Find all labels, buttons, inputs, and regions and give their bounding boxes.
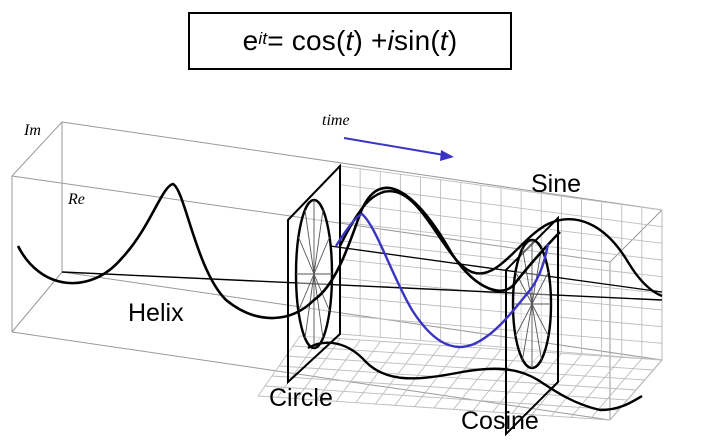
circle-spoke xyxy=(522,303,533,360)
circle-label: Circle xyxy=(269,384,333,412)
circle-spoke xyxy=(515,303,533,337)
sine-grid-hline xyxy=(339,221,663,261)
circle-spoke xyxy=(297,273,315,312)
sine-grid-hline xyxy=(339,165,663,211)
circle-spoke xyxy=(313,273,324,339)
sine-grid-hline xyxy=(339,258,663,294)
circle-spoke xyxy=(531,303,542,360)
floor-grid-line xyxy=(264,385,619,411)
circle-spoke xyxy=(531,303,549,337)
circle-spoke xyxy=(304,209,315,275)
cosine-label: Cosine xyxy=(461,407,539,435)
sine-grid-hline xyxy=(339,333,663,361)
time-axis xyxy=(61,271,663,301)
sine-grid-hline xyxy=(339,296,663,328)
sine-grid-hline xyxy=(339,240,663,278)
time-label: time xyxy=(322,112,350,129)
floor-grid-line xyxy=(278,365,637,391)
formula-mid: ) + xyxy=(353,25,388,56)
circle-spoke xyxy=(522,248,533,305)
circle-1-spokes xyxy=(296,200,332,348)
formula-exponent: it xyxy=(258,29,268,48)
cosine-curve xyxy=(307,341,643,412)
floor-grid-line xyxy=(271,375,628,401)
helix-curve xyxy=(16,182,561,320)
floor-grid-line xyxy=(299,335,663,361)
sine-curve xyxy=(338,189,663,298)
formula-t2: t xyxy=(439,25,448,56)
sine-grid-hline xyxy=(339,314,663,344)
circle-spoke xyxy=(313,236,331,275)
circle-plane-1 xyxy=(287,163,341,385)
im-axis-label: Im xyxy=(23,122,41,139)
formula-t1: t xyxy=(345,25,354,56)
circle-plane-2 xyxy=(505,215,559,437)
helix-label: Helix xyxy=(128,299,184,327)
formula-close: ) xyxy=(447,25,458,56)
floor-grid-line xyxy=(257,395,611,421)
circle-spoke xyxy=(531,248,542,305)
time-arrow xyxy=(343,137,454,161)
circle-spoke xyxy=(297,236,315,275)
circle-spoke xyxy=(313,209,324,275)
formula-base: e xyxy=(242,25,259,56)
circle-spoke xyxy=(304,273,315,339)
formula-equals-cos: = cos( xyxy=(267,25,346,56)
helix-highlight-curve xyxy=(334,212,550,349)
circle-spoke xyxy=(531,271,549,305)
circle-2-spokes xyxy=(513,240,551,368)
re-axis-label: Re xyxy=(67,191,85,208)
floor-grid-line xyxy=(285,355,645,381)
formula-i: i xyxy=(387,25,394,56)
sine-grid-hline xyxy=(339,277,663,311)
sine-label: Sine xyxy=(531,170,581,198)
formula-sin: sin( xyxy=(393,25,440,56)
